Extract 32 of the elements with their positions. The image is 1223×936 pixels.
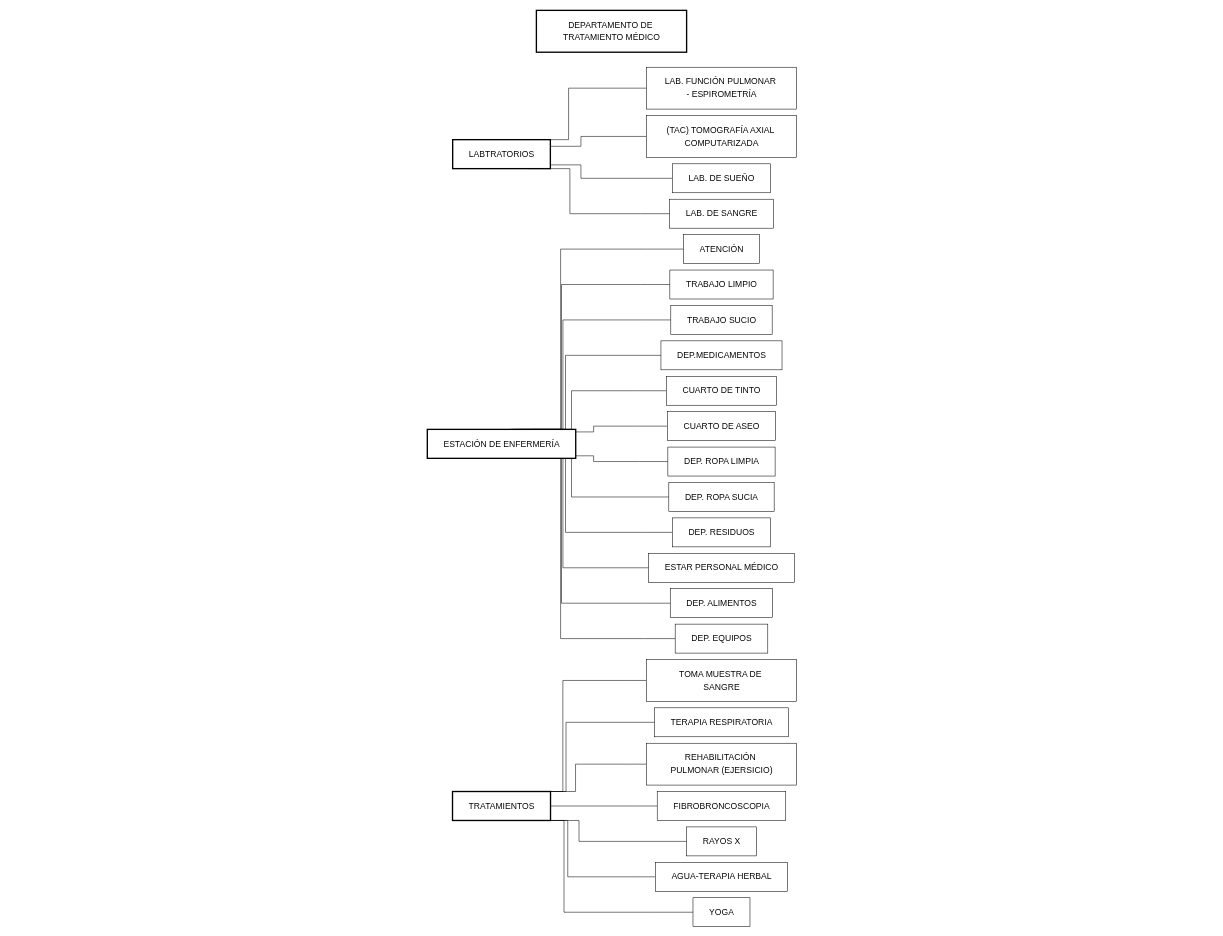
node-box: DEP. ROPA SUCIA (668, 482, 775, 512)
connector (550, 164, 673, 179)
node-box: DEP. ALIMENTOS (669, 588, 773, 618)
node-box: DEP.MEDICAMENTOS (660, 340, 783, 371)
node-box: (TAC) TOMOGRAFÍA AXIAL COMPUTARIZADA (646, 115, 797, 158)
node-box: TRATAMIENTOS (451, 790, 552, 822)
node-box: ESTACIÓN DE ENFERMERÍA (426, 428, 577, 459)
node-box: YOGA (692, 897, 751, 927)
connector (575, 425, 668, 433)
connector (550, 136, 647, 147)
node-box: DEPARTAMENTO DE TRATAMIENTO MÉDICO (535, 9, 688, 53)
connector (550, 805, 658, 807)
node-box: DEP. EQUIPOS (674, 623, 769, 654)
node-box: LAB. DE SUEÑO (672, 163, 771, 194)
node-box: REHABILITACIÓN PULMONAR (EJERSICIO) (646, 742, 797, 786)
node-box: DEP. RESIDUOS (672, 517, 771, 548)
node-box: FIBROBRONCOSCOPIA (656, 791, 786, 821)
node-box: CUARTO DE TINTO (666, 376, 777, 406)
node-box: LAB. FUNCIÓN PULMONAR - ESPIROMETRÍA (646, 66, 797, 110)
connector (575, 455, 669, 462)
node-box: LAB. DE SANGRE (669, 198, 774, 229)
node-box: CUARTO DE ASEO (667, 411, 776, 441)
node-box: TRABAJO SUCIO (670, 305, 773, 335)
node-box: AGUA-TERAPIA HERBAL (655, 862, 788, 892)
node-box: TOMA MUESTRA DE SANGRE (646, 659, 797, 702)
node-box: ESTAR PERSONAL MÉDICO (648, 553, 795, 583)
node-box: RAYOS X (686, 826, 757, 857)
node-box: DEP. ROPA LIMPIA (667, 446, 776, 477)
node-box: ATENCIÓN (683, 234, 760, 264)
node-box: LABTRATORIOS (452, 139, 552, 170)
node-box: TRABAJO LIMPIO (669, 269, 774, 300)
node-box: TERAPIA RESPIRATORIA (654, 707, 789, 738)
